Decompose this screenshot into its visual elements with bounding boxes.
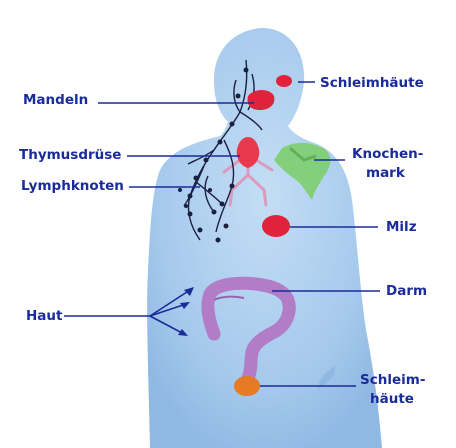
mucous-membrane-top-icon: [276, 75, 292, 87]
label-darm: Darm: [386, 283, 427, 300]
label-schleimhaeute-top: Schleimhäute: [320, 75, 424, 92]
label-schleimhaeute-bottom-line2: häute: [370, 391, 414, 408]
label-lymphknoten: Lymphknoten: [21, 178, 124, 195]
label-thymusdruese: Thymusdrüse: [19, 147, 121, 164]
label-knochenmark-line2: mark: [366, 165, 405, 182]
label-schleimhaeute-bottom-line1: Schleim-: [360, 372, 425, 389]
label-haut: Haut: [26, 308, 62, 325]
label-knochenmark-line1: Knochen-: [352, 146, 423, 163]
label-milz: Milz: [386, 219, 417, 236]
label-mandeln: Mandeln: [23, 92, 88, 109]
spleen-icon: [262, 215, 290, 237]
mucous-membrane-bottom-icon: [234, 376, 260, 396]
